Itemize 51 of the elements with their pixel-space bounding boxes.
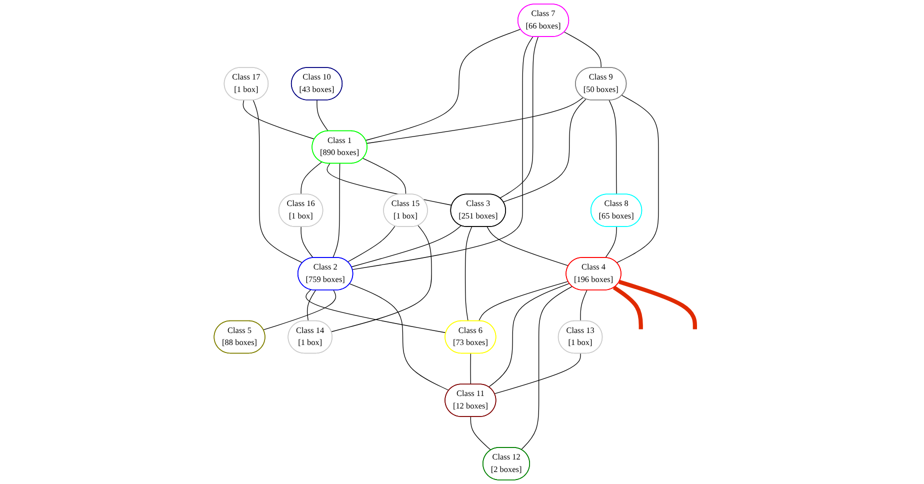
connector-line (464, 226, 472, 322)
connector-line (616, 94, 659, 264)
class-ellipse: Class 14 [1 box] (287, 320, 332, 354)
connector-line (494, 353, 581, 394)
connector-line (564, 32, 602, 68)
class-ellipse: Class 10 [43 boxes] (290, 67, 342, 100)
class-ellipse: Class 7 [66 boxes] (517, 4, 569, 37)
connector-line (604, 226, 617, 258)
connector-line (349, 283, 449, 391)
connector-line (612, 286, 643, 330)
connector-line (332, 163, 340, 258)
connector-line (470, 353, 471, 385)
connector-line (347, 226, 396, 262)
class-ellipse: Class 13 [1 box] (558, 320, 602, 354)
class-ellipse: Class 17 [1 box] (224, 67, 268, 100)
connector-line (365, 28, 521, 141)
connector-line (470, 416, 491, 450)
connector-line (618, 280, 697, 330)
connector-line (580, 290, 588, 322)
class-ellipse: Class 2 [759 boxes] (297, 257, 353, 290)
connector-line (252, 100, 303, 264)
class-ellipse: Class 3 [251 boxes] (450, 194, 506, 227)
connector-line (262, 290, 336, 330)
connector-line (350, 225, 462, 268)
class-ellipse: Class 6 [73 boxes] (444, 320, 496, 354)
connector-line (362, 158, 406, 195)
connector-line (316, 100, 328, 132)
class-ellipse: Class 16 [1 box] (278, 194, 323, 227)
class-ellipse: Class 4 [196 boxes] (565, 257, 622, 290)
connector-line (330, 225, 432, 332)
connector-line (305, 289, 446, 334)
connector-line (488, 283, 570, 388)
connector-line (306, 290, 316, 322)
connector-line (366, 97, 584, 144)
class-ellipse: Class 8 [65 boxes] (590, 194, 642, 227)
class-ellipse: Class 1 [890 boxes] (311, 130, 368, 164)
connector-line (352, 36, 534, 270)
connector-line (242, 100, 315, 140)
connector-line (486, 226, 569, 266)
connector-line (300, 226, 314, 258)
class-ellipse: Class 9 [50 boxes] (574, 67, 626, 100)
connector-line (520, 286, 572, 450)
class-ellipse: Class 12 [2 boxes] (482, 447, 530, 480)
class-ellipse: Class 15 [1 box] (382, 194, 428, 227)
connector-line (608, 100, 617, 195)
connector-line (499, 36, 538, 198)
class-ellipse: Class 11 [12 boxes] (444, 384, 496, 417)
connector-line (300, 162, 322, 195)
connector-line (502, 98, 586, 202)
class-ellipse: Class 5 [88 boxes] (214, 320, 266, 354)
connector-line (478, 281, 568, 322)
